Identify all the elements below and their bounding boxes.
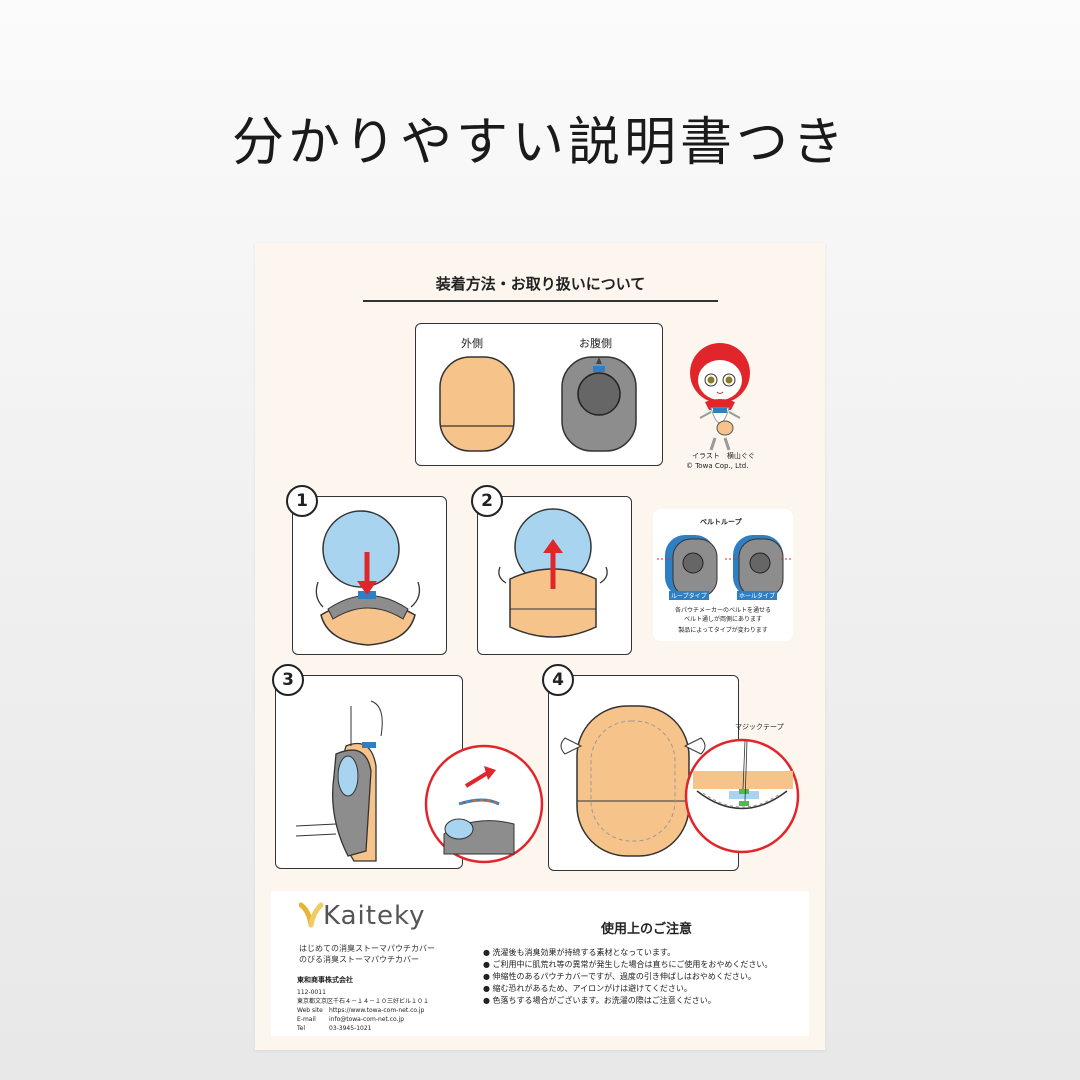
notice-item: ● ご利用中に肌荒れ等の異常が発生した場合は直ちにご使用をおやめください。 bbox=[483, 960, 773, 969]
magic-tape-label: マジックテープ bbox=[735, 723, 784, 731]
notice-item: ● 色落ちする場合がございます。お洗濯の際はご注意ください。 bbox=[483, 996, 716, 1005]
inner-side-label: お腹側 bbox=[579, 337, 612, 350]
belt-loop-illustration bbox=[657, 535, 791, 598]
step-4-number: 4 bbox=[542, 664, 574, 696]
step-1-illustration bbox=[315, 510, 421, 646]
outer-side-label: 外側 bbox=[461, 337, 483, 350]
belt-note-1: 各パウチメーカーのベルトを通せる bbox=[674, 607, 771, 614]
belt-note-3: 製品によってタイプが変わります bbox=[678, 627, 768, 634]
step-1-number: 1 bbox=[286, 485, 318, 517]
step-2-number: 2 bbox=[471, 485, 503, 517]
sheet-title: 装着方法・お取り扱いについて bbox=[435, 275, 646, 293]
notice-item: ● 伸縮性のあるパウチカバーですが、過度の引き伸ばしはおやめください。 bbox=[483, 972, 756, 981]
pouch-sides-illustration bbox=[439, 356, 637, 452]
tel-number: 03-3945-1021 bbox=[329, 1025, 372, 1032]
step-2-panel bbox=[477, 496, 632, 655]
company-name: 東和商事株式会社 bbox=[297, 976, 353, 984]
notice-item: ● 洗濯後も消臭効果が持続する素材となっています。 bbox=[483, 948, 676, 957]
step-3-panel bbox=[275, 675, 544, 869]
email-label: E-mail bbox=[297, 1016, 316, 1023]
belt-type-hole: ホールタイプ bbox=[737, 591, 778, 600]
tel-label: Tel bbox=[297, 1025, 306, 1032]
step-3-illustration bbox=[295, 700, 383, 862]
notice-title: 使用上のご注意 bbox=[601, 922, 693, 937]
instruction-sheet: 装着方法・お取り扱いについて 外側 お腹側 イラスト 横山ぐぐ © Towa bbox=[255, 243, 825, 1050]
belt-type-loop: ループタイプ bbox=[669, 591, 709, 600]
step-3-number: 3 bbox=[272, 664, 304, 696]
mascot-illustration bbox=[690, 343, 750, 451]
web-url[interactable]: https://www.towa-com-net.co.jp bbox=[329, 1007, 425, 1014]
step-2-illustration bbox=[498, 508, 608, 638]
postal-code: 112-0011 bbox=[297, 989, 326, 996]
step-3-detail-zoom bbox=[424, 744, 544, 864]
step-1-panel bbox=[292, 496, 447, 655]
belt-loop-title: ベルトループ bbox=[700, 518, 742, 526]
copyright: © Towa Cop., Ltd. bbox=[686, 462, 749, 470]
footer-panel: Kaiteky はじめての消臭ストーマパウチカバー のびる消臭ストーマパウチカバ… bbox=[271, 891, 809, 1036]
email-address[interactable]: info@towa-com-net.co.jp bbox=[329, 1016, 405, 1023]
step-4-illustration bbox=[560, 705, 706, 857]
step-4-panel bbox=[548, 675, 800, 871]
kaiteky-logo-icon bbox=[299, 902, 324, 928]
pouch-sides-panel: 外側 お腹側 bbox=[415, 323, 663, 466]
address: 東京都文京区千石４－１４－１０三好ビル１０１ bbox=[297, 998, 430, 1005]
page-headline: 分かりやすい説明書つき bbox=[231, 113, 848, 173]
notice-item: ● 縮む恐れがあるため、アイロンがけは避けてください。 bbox=[483, 984, 692, 993]
web-label: Web site bbox=[297, 1007, 323, 1014]
belt-loop-panel: ベルトループ ループタイプ ホールタイプ 各パウチメーカーのベルトを通せる ベル… bbox=[653, 509, 793, 641]
brand-name: Kaiteky bbox=[323, 901, 426, 931]
step-4-detail-zoom bbox=[684, 738, 800, 854]
product-name-1: はじめての消臭ストーマパウチカバー bbox=[299, 944, 435, 953]
illustration-credit: イラスト 横山ぐぐ bbox=[692, 452, 755, 460]
title-divider bbox=[363, 300, 718, 302]
product-name-2: のびる消臭ストーマパウチカバー bbox=[299, 955, 419, 964]
belt-note-2: ベルト通しが両側にあります bbox=[683, 616, 762, 623]
